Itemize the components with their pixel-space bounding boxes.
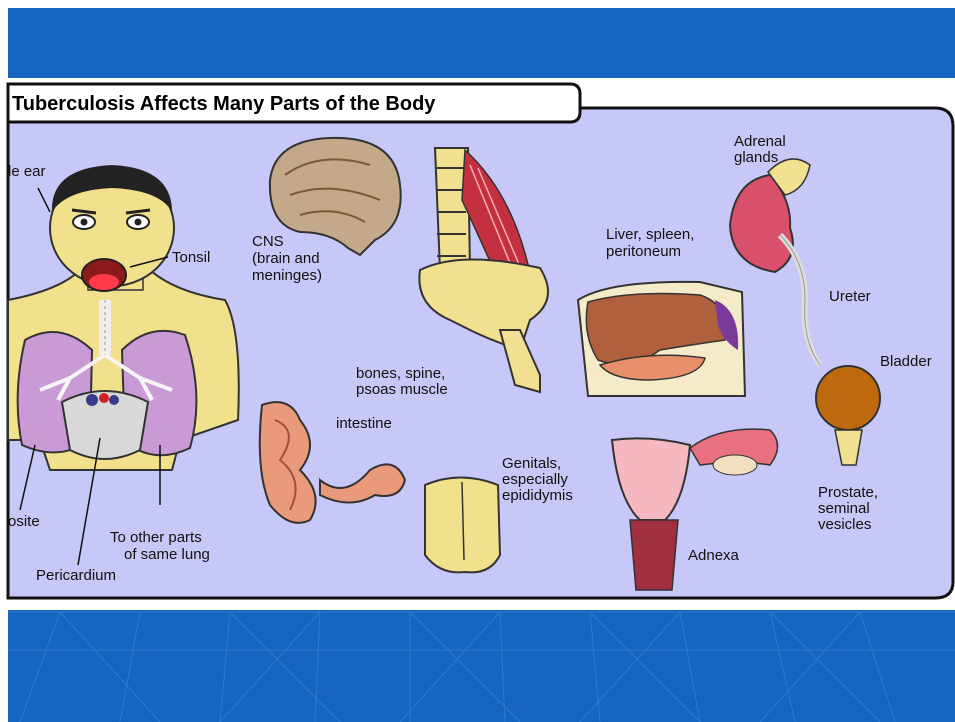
- label-other-parts-1: To other parts: [110, 529, 202, 546]
- label-tonsil: Tonsil: [172, 249, 210, 266]
- label-intestine: intestine: [336, 415, 392, 432]
- label-prostate-3: vesicles: [818, 516, 871, 533]
- diagram-title: Tuberculosis Affects Many Parts of the B…: [12, 93, 436, 115]
- label-liver-1: Liver, spleen,: [606, 226, 694, 243]
- label-adrenal-2: glands: [734, 149, 778, 166]
- label-genitals-1: Genitals,: [502, 455, 561, 472]
- liver-illustration: [578, 282, 745, 396]
- genitals-illustration: [425, 478, 500, 573]
- label-prostate-1: Prostate,: [818, 484, 878, 501]
- label-cns-2: (brain and: [252, 250, 320, 267]
- label-bones-2: psoas muscle: [356, 381, 448, 398]
- label-other-parts-2: of same lung: [124, 546, 210, 563]
- label-cns-1: CNS: [252, 233, 284, 250]
- label-adnexa: Adnexa: [688, 547, 740, 564]
- label-adrenal-1: Adrenal: [734, 133, 786, 150]
- label-pericardium: Pericardium: [36, 567, 116, 584]
- label-prostate-2: seminal: [818, 500, 870, 517]
- label-genitals-2: especially: [502, 471, 568, 488]
- label-ureter: Ureter: [829, 288, 871, 305]
- label-cns-3: meninges): [252, 267, 322, 284]
- label-bladder: Bladder: [880, 353, 932, 370]
- label-bones-1: bones, spine,: [356, 365, 445, 382]
- label-liver-2: peritoneum: [606, 243, 681, 260]
- label-opposite: osite: [8, 513, 40, 530]
- label-genitals-3: epididymis: [502, 487, 573, 504]
- label-middle-ear: le ear: [8, 163, 46, 180]
